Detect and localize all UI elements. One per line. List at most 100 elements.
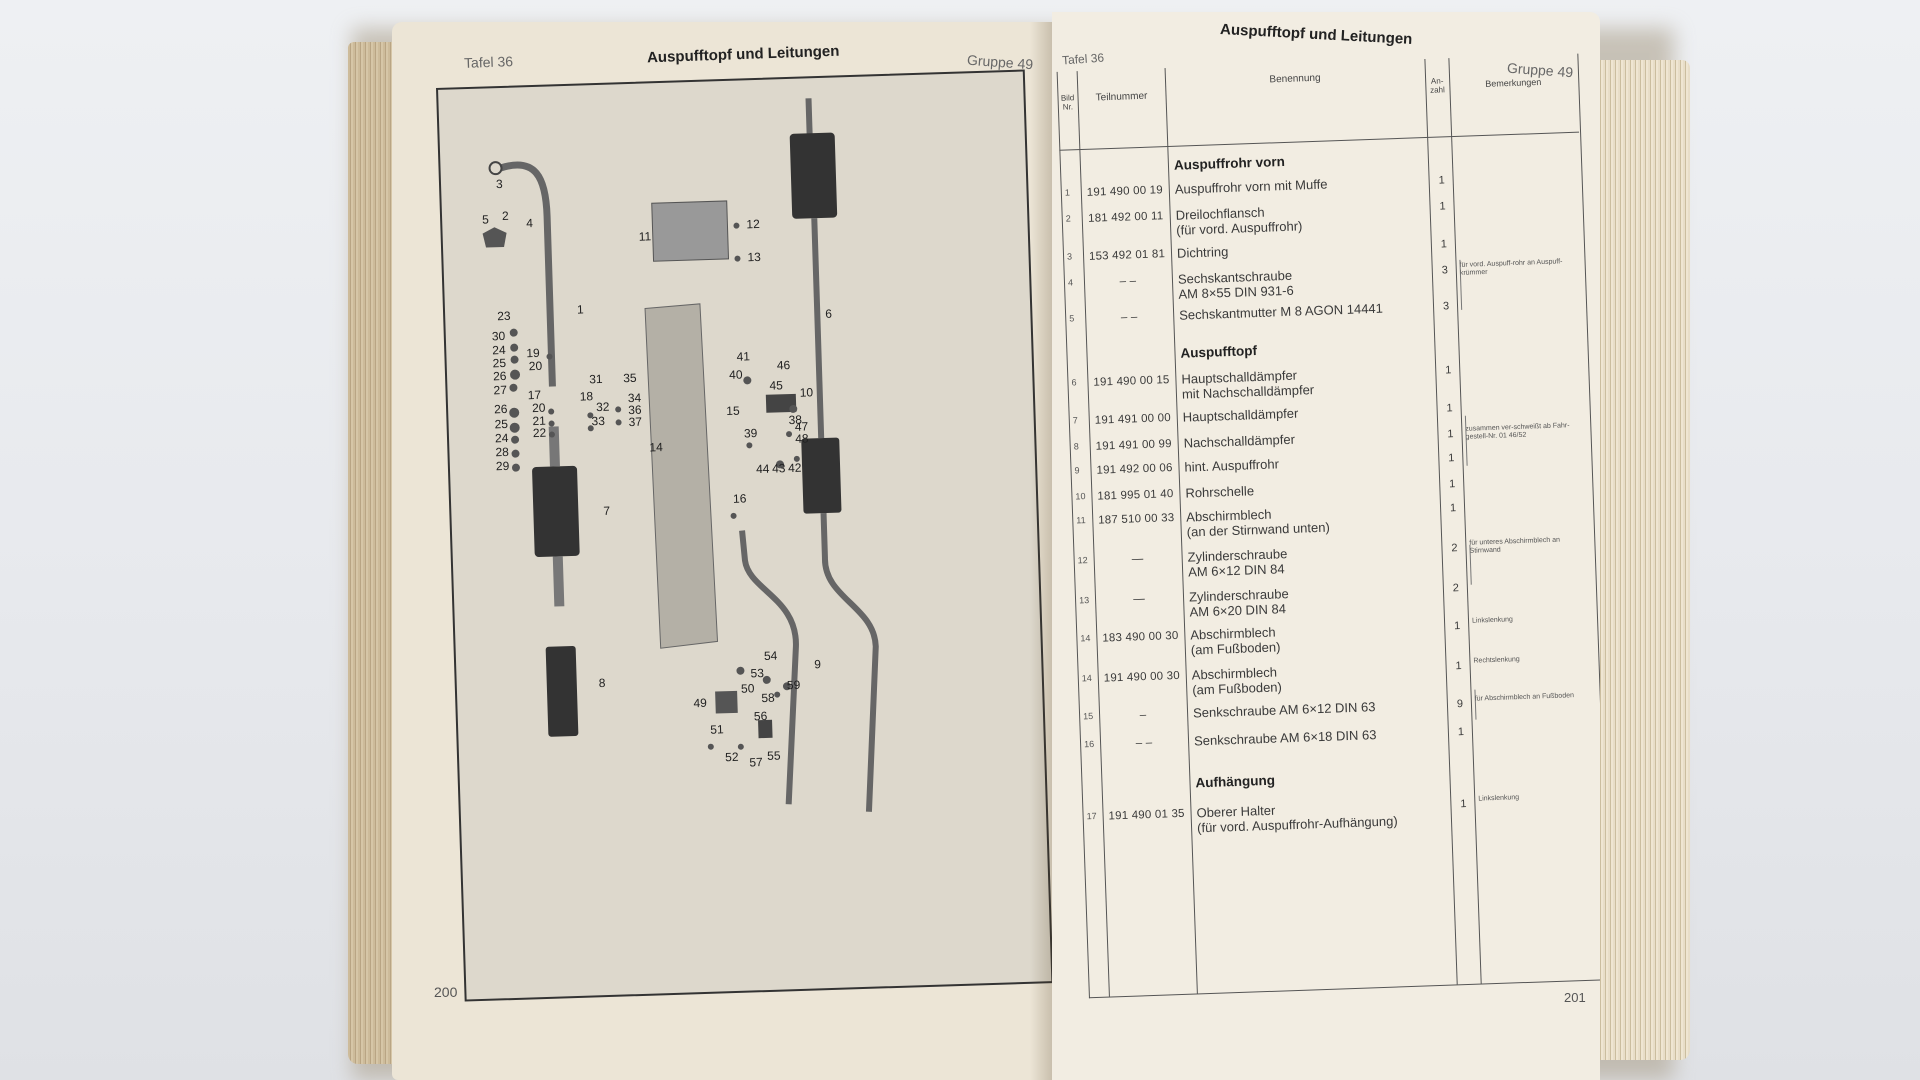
- pos-cell: 17: [1086, 810, 1097, 822]
- svg-text:14: 14: [649, 440, 663, 454]
- svg-text:28: 28: [495, 445, 509, 459]
- svg-text:17: 17: [527, 388, 541, 402]
- svg-text:50: 50: [741, 681, 755, 695]
- page-title: Auspufftopf und Leitungen: [646, 42, 840, 67]
- svg-text:48: 48: [795, 431, 809, 445]
- svg-text:34: 34: [628, 391, 642, 405]
- tail-pipe: [739, 530, 799, 805]
- quantity-cell: 1: [1440, 238, 1448, 251]
- svg-text:3: 3: [496, 177, 503, 191]
- svg-text:26: 26: [494, 402, 508, 416]
- page-number: 201: [1564, 990, 1586, 1005]
- pos-cell: 3: [1066, 251, 1073, 262]
- quantity-cell: 1: [1439, 200, 1446, 213]
- quantity-cell: 3: [1442, 300, 1450, 313]
- svg-text:53: 53: [750, 666, 764, 680]
- pos-cell: 15: [1082, 710, 1094, 722]
- svg-text:25: 25: [494, 417, 508, 431]
- svg-text:20: 20: [529, 359, 543, 373]
- svg-text:52: 52: [725, 750, 739, 764]
- pos-cell: 9: [1074, 465, 1080, 476]
- svg-text:39: 39: [744, 426, 758, 440]
- svg-text:22: 22: [533, 426, 547, 440]
- quantity-cell: 1: [1446, 402, 1453, 415]
- svg-text:21: 21: [532, 414, 546, 428]
- svg-text:15: 15: [726, 404, 740, 418]
- svg-text:36: 36: [628, 403, 642, 417]
- svg-text:26: 26: [493, 369, 507, 383]
- left-page: Tafel 36 Auspufftopf und Leitungen Grupp…: [392, 22, 1052, 1080]
- svg-text:54: 54: [764, 649, 778, 663]
- svg-text:30: 30: [492, 329, 506, 343]
- pos-cell: 6: [1071, 377, 1077, 388]
- quantity-cell: 1: [1448, 452, 1455, 465]
- quantity-cell: 1: [1445, 364, 1452, 377]
- quantity-cell: 1: [1447, 428, 1454, 441]
- svg-text:45: 45: [769, 378, 783, 392]
- svg-text:37: 37: [628, 415, 642, 429]
- svg-text:56: 56: [754, 709, 768, 723]
- pos-cell: 5: [1069, 313, 1075, 324]
- quantity-cell: 2: [1451, 542, 1458, 555]
- svg-text:18: 18: [580, 389, 594, 403]
- svg-text:55: 55: [767, 749, 781, 763]
- svg-text:38: 38: [788, 413, 802, 427]
- svg-text:49: 49: [693, 696, 707, 710]
- pos-cell: 1: [1064, 187, 1071, 198]
- plate-number: Tafel 36: [463, 53, 514, 71]
- three-hole-flange: [482, 227, 507, 248]
- quantity-cell: 1: [1448, 478, 1456, 491]
- pos-cell: 4: [1067, 277, 1074, 288]
- section-heading: Aufhängung: [1195, 772, 1276, 791]
- svg-text:8: 8: [599, 676, 606, 690]
- quantity-cell: 9: [1456, 698, 1464, 711]
- svg-text:10: 10: [800, 385, 814, 399]
- parts-list-table: Bild Nr. Teilnummer Benennung An-zahl Be…: [1052, 35, 1600, 999]
- svg-text:23: 23: [497, 309, 511, 323]
- svg-text:6: 6: [825, 307, 832, 321]
- svg-text:51: 51: [710, 722, 724, 736]
- shield-plate-floor: [644, 303, 719, 649]
- pos-cell: 2: [1065, 213, 1071, 224]
- pos-cell: 11: [1076, 515, 1086, 526]
- page-number: 200: [434, 984, 458, 1000]
- svg-text:9: 9: [814, 657, 821, 671]
- quantity-cell: 1: [1457, 726, 1465, 739]
- quantity-cell: 1: [1453, 620, 1461, 633]
- svg-text:24: 24: [492, 343, 506, 357]
- svg-text:5: 5: [482, 212, 489, 226]
- svg-text:43: 43: [772, 461, 786, 475]
- svg-text:7: 7: [603, 504, 610, 518]
- svg-text:27: 27: [493, 383, 507, 397]
- svg-text:35: 35: [623, 371, 637, 385]
- svg-text:29: 29: [496, 459, 510, 473]
- quantity-cell: 1: [1438, 174, 1445, 187]
- rear-silencer: [545, 645, 579, 737]
- pos-cell: 8: [1073, 441, 1079, 452]
- column-header-quantity: An-zahl: [1429, 76, 1445, 95]
- svg-text:42: 42: [788, 461, 802, 475]
- svg-text:41: 41: [736, 349, 750, 363]
- svg-text:40: 40: [729, 368, 743, 382]
- svg-text:2: 2: [502, 209, 509, 223]
- svg-text:57: 57: [749, 755, 763, 769]
- quantity-cell: 1: [1460, 797, 1467, 811]
- pos-cell: 16: [1083, 738, 1095, 750]
- svg-text:1: 1: [577, 302, 584, 316]
- svg-text:58: 58: [761, 691, 775, 705]
- pos-cell: 10: [1075, 491, 1086, 502]
- pos-cell: 7: [1072, 415, 1078, 426]
- right-page: Tafel 36 Auspufftopf und Leitungen Grupp…: [1052, 12, 1600, 1080]
- pos-cell: 14: [1081, 672, 1092, 684]
- svg-text:59: 59: [787, 678, 801, 692]
- pipe-clamp: [765, 393, 797, 413]
- front-exhaust-pipe: [499, 161, 556, 387]
- svg-text:12: 12: [746, 217, 760, 231]
- svg-text:47: 47: [795, 419, 809, 433]
- svg-text:46: 46: [777, 358, 791, 372]
- svg-text:33: 33: [591, 414, 605, 428]
- small-fasteners: [509, 222, 800, 750]
- sealing-ring: [488, 161, 503, 176]
